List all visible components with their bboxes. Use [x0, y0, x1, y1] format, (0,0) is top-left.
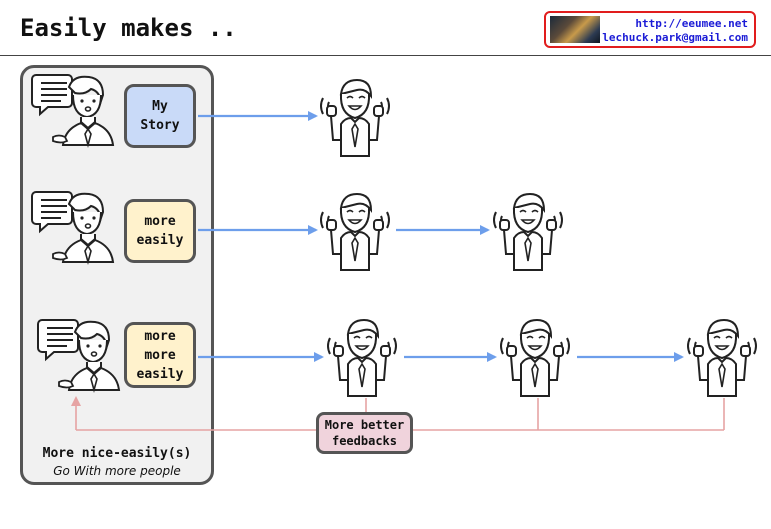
- feedback-box: More better feedbacks: [316, 412, 413, 454]
- feedback-label: More better feedbacks: [324, 418, 405, 448]
- speaker-person-icon: [37, 319, 120, 391]
- message-label: more more easily: [136, 328, 184, 382]
- page-title: Easily makes ..: [20, 14, 237, 42]
- happy-person-icon: [500, 319, 570, 397]
- speaker-person-icon: [31, 74, 114, 146]
- message-box-my-story: My Story: [124, 84, 196, 148]
- badge-email-link[interactable]: lechuck.park@gmail.com: [602, 31, 748, 44]
- happy-person-icon: [320, 193, 390, 271]
- happy-person-icon: [687, 319, 757, 397]
- panel-caption-main: More nice-easily(s): [42, 446, 192, 461]
- speaker-person-icon: [31, 191, 114, 263]
- message-label: My Story: [140, 99, 180, 133]
- message-box-more-easily: more easily: [124, 199, 196, 263]
- badge-url-link[interactable]: http://eeumee.net: [635, 17, 748, 30]
- message-box-more-more-easily: more more easily: [124, 322, 196, 388]
- author-thumbnail-image: [550, 16, 600, 43]
- title-divider: [0, 55, 771, 56]
- happy-person-icon: [320, 79, 390, 157]
- happy-person-icon: [493, 193, 563, 271]
- author-badge[interactable]: http://eeumee.net lechuck.park@gmail.com: [544, 11, 756, 48]
- message-label: more easily: [136, 214, 184, 248]
- happy-person-icon: [327, 319, 397, 397]
- panel-caption-sub: Go With more people: [53, 464, 181, 478]
